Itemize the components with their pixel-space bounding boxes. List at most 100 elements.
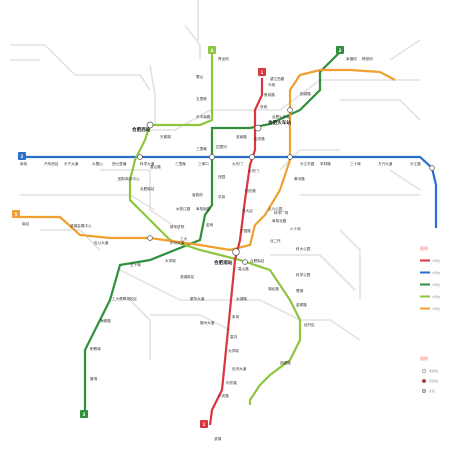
station-label-l3-0: 幸福坝 bbox=[346, 56, 357, 61]
station-label-misc-13: 新华学院 bbox=[170, 224, 185, 229]
station-label-l4-7: 嘉山路 bbox=[238, 266, 249, 271]
station-label-l5-1: 滨湖会展中心 bbox=[70, 223, 92, 228]
interchange-stations bbox=[137, 107, 435, 265]
station-label-l1-13: 安庆路 bbox=[254, 136, 265, 141]
interchange-l4l5[interactable] bbox=[147, 235, 153, 241]
station-label-l4-11: 孤峰路 bbox=[280, 360, 291, 365]
interchange-l2l5[interactable] bbox=[287, 154, 293, 160]
legend-label-1: 2号线 bbox=[432, 270, 440, 275]
legend-note-symbol-1 bbox=[421, 378, 427, 384]
line-2-badge bbox=[18, 152, 26, 160]
station-label-l2-2: 长宁大道 bbox=[64, 161, 79, 166]
interchange-hefei-west[interactable] bbox=[146, 121, 154, 129]
station-label-l2-7: 三孝口 bbox=[198, 161, 209, 166]
station-label-misc-9: 徽州大道 bbox=[200, 320, 215, 325]
line-1-end-badge bbox=[200, 420, 208, 428]
label-hefei-railway: 合肥火车站 bbox=[268, 119, 291, 126]
station-label-misc-8: 滨湖新区 bbox=[180, 274, 195, 279]
svg-text:1: 1 bbox=[203, 422, 206, 427]
station-label-l1-14: 双岗 bbox=[260, 104, 268, 109]
station-label-l4-10: 经开区 bbox=[304, 322, 315, 327]
station-label-l5-2: 包公大道 bbox=[94, 240, 109, 245]
station-label-l3-4: 四里河 bbox=[216, 144, 227, 149]
interchange-railway[interactable] bbox=[254, 124, 262, 132]
station-label-l4-5: 潜山路 bbox=[150, 164, 161, 169]
legend-label-0: 1号线 bbox=[432, 258, 440, 263]
station-label-misc-12: 水阳江路 bbox=[176, 206, 191, 211]
station-label-l1-3: 包河大道 bbox=[232, 366, 247, 371]
station-label-misc-0: 六十岗 bbox=[290, 226, 301, 231]
line-3-badge bbox=[336, 46, 344, 54]
legend-label-3: 4号线 bbox=[432, 294, 440, 299]
station-label-l3-2: 合肥火车站 bbox=[272, 114, 290, 119]
station-label-l2-1: 汽车西站 bbox=[44, 161, 59, 166]
station-label-l4-1: 蜀山 bbox=[196, 74, 204, 79]
station-label-l1-6: 朱岗 bbox=[232, 314, 240, 319]
label-hefei-west: 合肥西站 bbox=[132, 126, 151, 133]
station-label-l1-8: 太湖路 bbox=[236, 296, 247, 301]
station-label-l1-10: 葛大店 bbox=[242, 208, 253, 213]
legend-swatch-0 bbox=[420, 259, 430, 262]
station-label-l3-7: 洪岗 bbox=[218, 194, 226, 199]
station-label-misc-6: 北二环 bbox=[270, 238, 281, 243]
station-label-l5-5: 黄河路 bbox=[294, 176, 305, 181]
station-label-l2-4: 西七里塘 bbox=[112, 161, 127, 166]
station-label-l2-6: 三里庵 bbox=[175, 161, 186, 166]
line-badges: 1 2 3 4 5 3 1 bbox=[12, 46, 344, 428]
station-label-l3-11: 工大翡翠湖校区 bbox=[112, 296, 138, 301]
station-label-misc-1: 科大公园 bbox=[296, 246, 311, 251]
station-label-l4-3: 长丰南路 bbox=[196, 114, 211, 119]
station-label-l2-12: 方兴大道 bbox=[378, 161, 393, 166]
line-3-end-badge bbox=[80, 410, 88, 418]
interchange-l3l4[interactable] bbox=[137, 154, 143, 160]
station-label-l2-9: 长江东路 bbox=[300, 161, 315, 166]
interchange-dadongmen[interactable] bbox=[249, 154, 255, 160]
station-label-l3-13: 职教城 bbox=[90, 346, 101, 351]
station-label-l2-11: 三十埠 bbox=[350, 161, 361, 166]
station-label-l1-9: 宁国路 bbox=[240, 228, 251, 233]
station-label-l4-4: 天鹅湖 bbox=[160, 134, 171, 139]
line-5-badge bbox=[12, 210, 20, 218]
line-4-badge bbox=[208, 46, 216, 54]
interchange-sanlian[interactable] bbox=[209, 154, 215, 160]
station-label-misc-3: 蜀湖 bbox=[296, 288, 304, 293]
station-label-l3-10: 五十埠 bbox=[130, 262, 141, 267]
interchange-south[interactable] bbox=[232, 248, 240, 256]
station-label-misc-5: 阜阳北路 bbox=[272, 218, 287, 223]
interchange-l3l5[interactable] bbox=[287, 107, 293, 113]
svg-text:1: 1 bbox=[261, 70, 264, 75]
svg-text:4: 4 bbox=[211, 48, 214, 53]
legend-swatch-1 bbox=[420, 271, 430, 274]
legend-label-2: 3号线 bbox=[432, 282, 440, 287]
line-1-path bbox=[208, 78, 264, 426]
label-hefei-south: 合肥南站 bbox=[214, 259, 233, 266]
station-label-l2-10: 学林路 bbox=[320, 161, 331, 166]
station-label-misc-10: 国际商务中心 bbox=[118, 176, 140, 181]
station-label-l1-2: 何东路 bbox=[226, 380, 237, 385]
interchange-l2-east[interactable] bbox=[429, 165, 435, 171]
station-label-l4-8: 湖北路 bbox=[268, 286, 279, 291]
station-label-l3-9: 大学城 bbox=[165, 258, 176, 263]
station-label-l4-6: 合肥南站 bbox=[140, 186, 155, 191]
station-label-l2-0: 南岗 bbox=[20, 161, 28, 166]
station-label-l4-0: 青龙岗 bbox=[218, 56, 229, 61]
legend-swatch-3 bbox=[420, 295, 430, 298]
station-label-l3-12: 海棠路 bbox=[100, 318, 111, 323]
interchange-l1l4[interactable] bbox=[242, 259, 248, 265]
legend-title: 图例 bbox=[420, 245, 428, 251]
station-label-l5-0: 南站 bbox=[22, 221, 30, 226]
station-label-l3-3: 淮南路 bbox=[236, 134, 247, 139]
line-2-path bbox=[18, 155, 438, 228]
station-label-l1-1: 六安路 bbox=[218, 393, 229, 398]
station-label-l3-14: 管湾 bbox=[90, 376, 98, 381]
station-label-l1-12: 大东门 bbox=[248, 168, 259, 173]
station-label-l2-8: 大东门 bbox=[232, 161, 243, 166]
station-label-l3-8: 金桥 bbox=[206, 222, 214, 227]
station-label-misc-4: 科学广场 bbox=[274, 210, 289, 215]
station-label-l3-1: 相城路 bbox=[300, 91, 311, 96]
station-label-misc-2: 科学公园 bbox=[296, 272, 311, 277]
